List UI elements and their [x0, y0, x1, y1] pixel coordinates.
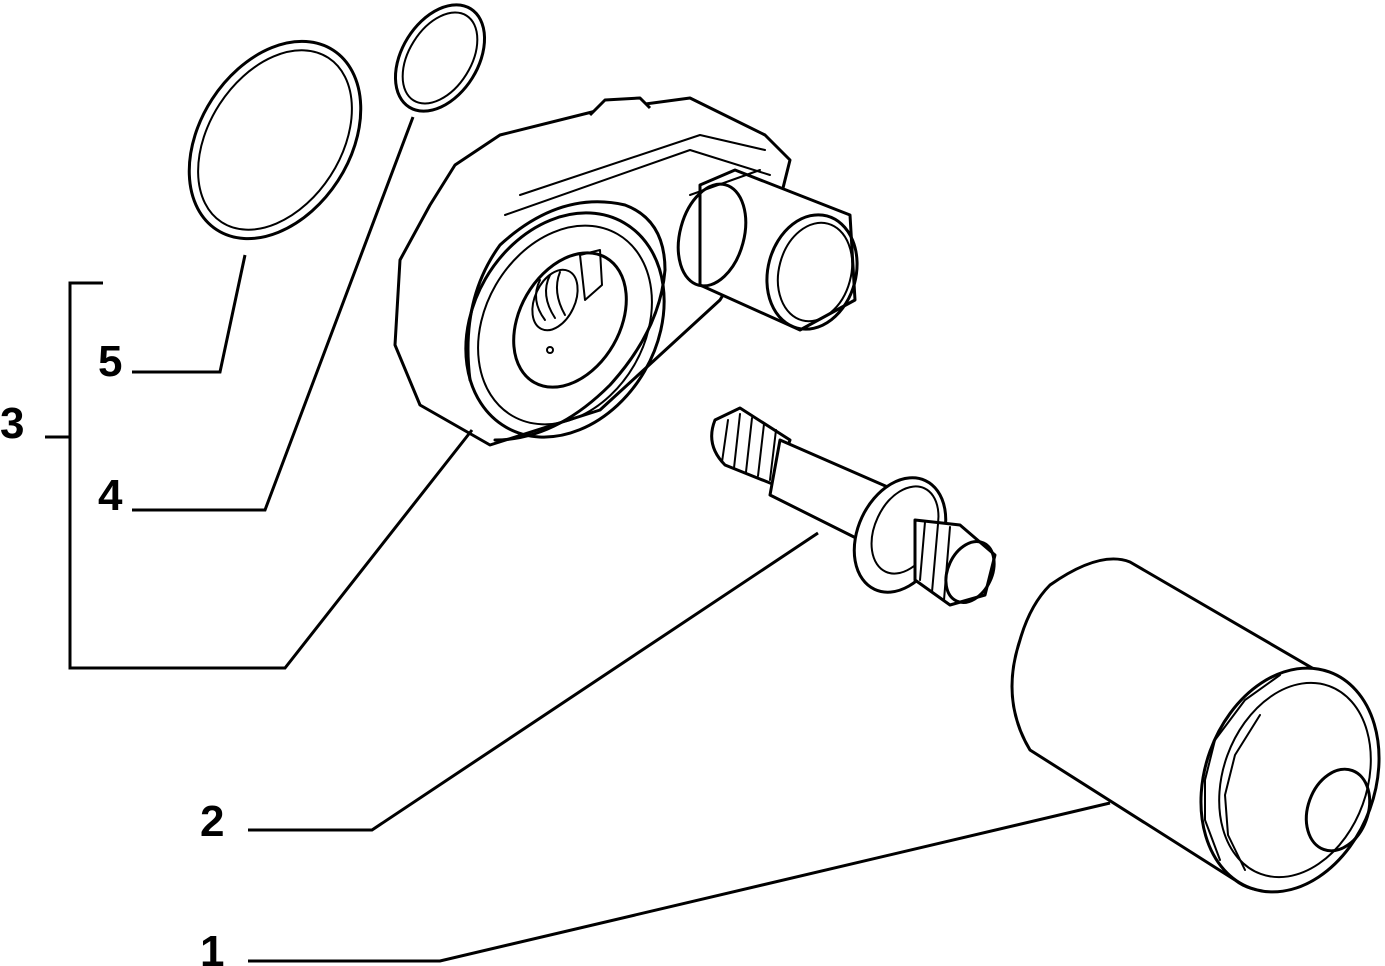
- callout-1: 1: [200, 927, 224, 966]
- callout-2: 2: [200, 797, 224, 846]
- leader-line-1: [248, 801, 1111, 963]
- leader-line-2: [248, 531, 819, 832]
- oil-filter-cartridge-icon: [1010, 557, 1381, 894]
- small-o-ring-icon: [393, 3, 487, 113]
- oil-filter-adapter-housing-icon: [393, 96, 859, 447]
- assembly-group-bracket: [68, 281, 474, 670]
- leader-line-5: [132, 254, 247, 374]
- large-o-ring-icon: [187, 39, 363, 241]
- callout-4: 4: [98, 471, 123, 520]
- leader-lines: [45, 116, 1111, 963]
- callout-3: 3: [0, 399, 24, 448]
- callout-labels: 1 2 3 4 5: [0, 337, 224, 966]
- threaded-union-bolt-icon: [710, 406, 997, 607]
- leader-line-4: [132, 116, 415, 512]
- callout-5: 5: [98, 337, 122, 386]
